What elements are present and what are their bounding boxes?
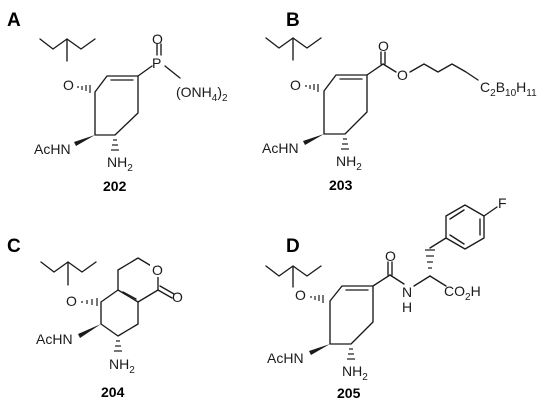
hashed-bond-o-d xyxy=(310,295,324,303)
hashed-bond-nh2-c xyxy=(114,340,122,352)
acetamido-label-d: AcHN xyxy=(267,350,304,366)
oxygen-c: O xyxy=(66,293,77,309)
carbonyl-oxygen-c: O xyxy=(172,289,183,305)
compound-id-203: 203 xyxy=(329,177,353,193)
amide-carbon-bond-d xyxy=(372,274,391,287)
c-f-bond-d xyxy=(483,206,498,217)
aromatic-bond-1-d xyxy=(449,209,465,220)
cyclohexene-ring-d xyxy=(329,285,374,345)
hashed-bond-alpha-d xyxy=(425,249,435,269)
acetamido-label-b: AcHN xyxy=(262,140,299,156)
wedge-bond-achn-c xyxy=(78,324,101,338)
amine-label-a: NH2 xyxy=(107,154,133,174)
n-alpha-bond-d xyxy=(413,275,431,287)
panel-d: D O AcHN NH2 O N H xyxy=(265,195,507,401)
amine-label-d: NH2 xyxy=(342,363,368,383)
carbonyl-double-2-c xyxy=(159,285,175,295)
hashed-bond-o-b xyxy=(305,84,319,92)
fused-double-bond-c xyxy=(122,291,137,300)
compound-id-202: 202 xyxy=(103,178,127,194)
aromatic-bond-3-d xyxy=(449,234,465,245)
ammonium-label-a: (ONH4)2 xyxy=(176,84,228,104)
compound-id-204: 204 xyxy=(101,384,125,400)
alpha-carboxyl-bond-d xyxy=(429,275,447,287)
lactone-ring-c xyxy=(117,257,159,303)
wedge-bond-achn-b xyxy=(303,134,324,145)
oxygen-d: O xyxy=(295,287,306,303)
acetamido-label-a: AcHN xyxy=(34,141,71,157)
amine-label-c: NH2 xyxy=(109,356,135,376)
panel-c: C O O O AcHN NH2 204 xyxy=(7,236,183,400)
phosphoryl-oxygen-a: O xyxy=(152,31,163,47)
phosphorus-label-a: P xyxy=(152,55,161,71)
wedge-bond-achn-a xyxy=(74,135,95,146)
oxygen-a: O xyxy=(63,77,74,93)
hashed-bond-nh2-d xyxy=(347,348,355,360)
panel-letter-c: C xyxy=(7,236,21,257)
amide-oxygen-d: O xyxy=(385,248,396,264)
ester-oxygen-b: O xyxy=(397,67,408,83)
panel-b: B O AcHN NH2 O O C2B10H11 203 xyxy=(262,10,537,193)
acetamido-label-c: AcHN xyxy=(36,331,73,347)
ester-o-bond-b xyxy=(382,63,397,73)
hashed-bond-o-c xyxy=(81,298,98,306)
ester-carbon-bond-b xyxy=(366,63,384,76)
c-p-bond-a xyxy=(137,65,153,77)
cyclohexene-ring-b xyxy=(323,74,368,135)
p-ammonium-bond-a xyxy=(164,65,181,79)
propyl-linker-b xyxy=(409,63,479,81)
amide-h-label-d: H xyxy=(402,299,412,315)
hashed-bond-nh2-a xyxy=(111,139,119,151)
amide-nh-label-d: N xyxy=(402,284,412,300)
benzyl-bond-d xyxy=(429,237,447,249)
hashed-bond-o-a xyxy=(77,85,91,93)
panel-letter-d: D xyxy=(286,236,300,257)
oxygen-b: O xyxy=(290,77,301,93)
fluorine-label-d: F xyxy=(498,195,507,211)
amine-label-b: NH2 xyxy=(336,153,362,173)
hashed-bond-nh2-b xyxy=(341,138,349,150)
panel-letter-a: A xyxy=(7,10,21,31)
lactone-oxygen-c: O xyxy=(152,262,163,278)
compound-id-205: 205 xyxy=(337,385,361,401)
panel-a: A O AcHN NH2 P O (ONH4)2 xyxy=(7,10,228,194)
panel-letter-b: B xyxy=(286,10,300,31)
cyclohexene-ring-a xyxy=(94,75,139,136)
carbonyl-oxygen-b: O xyxy=(378,38,389,54)
benzene-ring-d xyxy=(445,204,485,250)
carboxyl-label-d: CO2H xyxy=(444,283,481,303)
wedge-bond-achn-d xyxy=(309,344,330,355)
carbonyl-double-1-c xyxy=(157,289,173,299)
amide-n-bond-d xyxy=(389,274,405,285)
carborane-label-b: C2B10H11 xyxy=(480,79,537,99)
